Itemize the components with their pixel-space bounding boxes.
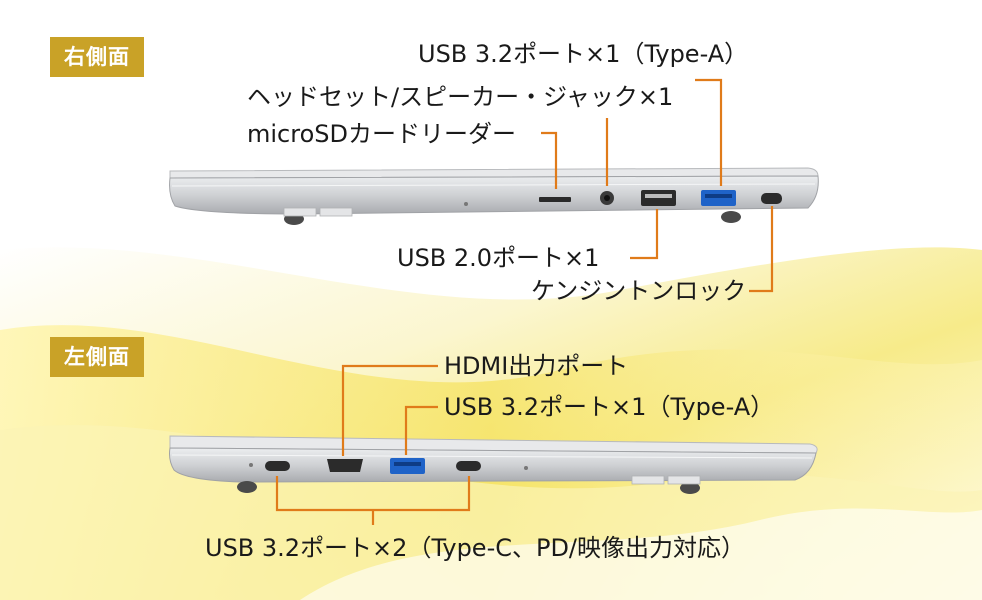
- label-headset-jack: ヘッドセット/スピーカー・ジャック×1: [247, 83, 674, 111]
- kensington-lock-icon: [761, 193, 782, 204]
- right-side-heading: 右側面: [50, 37, 144, 77]
- usb-c-port-icon: [265, 461, 290, 471]
- label-usb-c: USB 3.2ポート×2（Type-C、PD/映像出力対応）: [205, 534, 746, 562]
- laptop-left-side: [169, 435, 818, 494]
- leader-lines-left: [275, 364, 471, 525]
- left-side-heading: 左側面: [50, 337, 144, 377]
- hdmi-port-icon: [327, 459, 363, 472]
- label-usb32-left: USB 3.2ポート×1（Type-A）: [444, 393, 775, 421]
- laptop-right-side: [169, 167, 819, 225]
- microsd-slot-icon: [539, 197, 571, 202]
- label-microsd: microSDカードリーダー: [247, 120, 516, 148]
- usb-c-port-icon: [456, 461, 481, 471]
- foot-icon: [237, 481, 257, 493]
- label-usb20: USB 2.0ポート×1: [397, 244, 600, 272]
- label-hdmi: HDMI出力ポート: [444, 352, 629, 380]
- leader-lines-right: [541, 78, 774, 293]
- label-kensington: ケンジントンロック: [531, 277, 747, 305]
- foot-icon: [680, 482, 700, 494]
- foot-icon: [721, 211, 741, 223]
- label-usb32-right: USB 3.2ポート×1（Type-A）: [418, 40, 749, 68]
